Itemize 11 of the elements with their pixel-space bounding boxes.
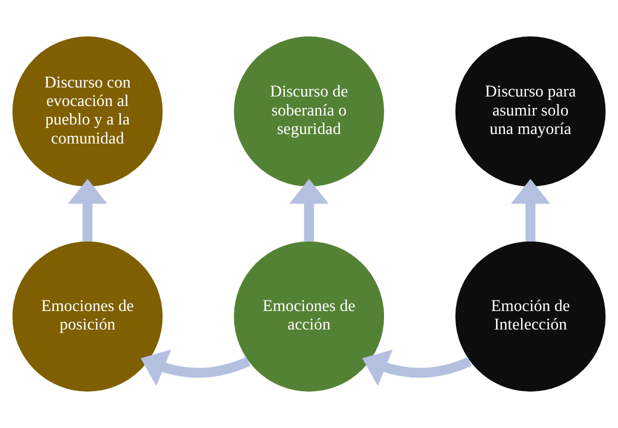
node-circle: Emociones de posición: [12, 241, 163, 392]
node-circle: Discurso con evocación al pueblo y a la comunidad: [12, 36, 163, 187]
node-circle: Discurso de soberanía o seguridad: [234, 36, 384, 187]
arrow: [510, 178, 550, 242]
node-circle: Discurso para asumir solo una mayoría: [455, 36, 606, 187]
arrow: [289, 178, 329, 242]
node-circle: Emoción de Intelección: [455, 241, 606, 392]
arrow: [140, 350, 250, 386]
node-circle: Emociones de acción: [234, 241, 384, 392]
arrow: [362, 350, 472, 386]
arrow: [68, 178, 108, 242]
